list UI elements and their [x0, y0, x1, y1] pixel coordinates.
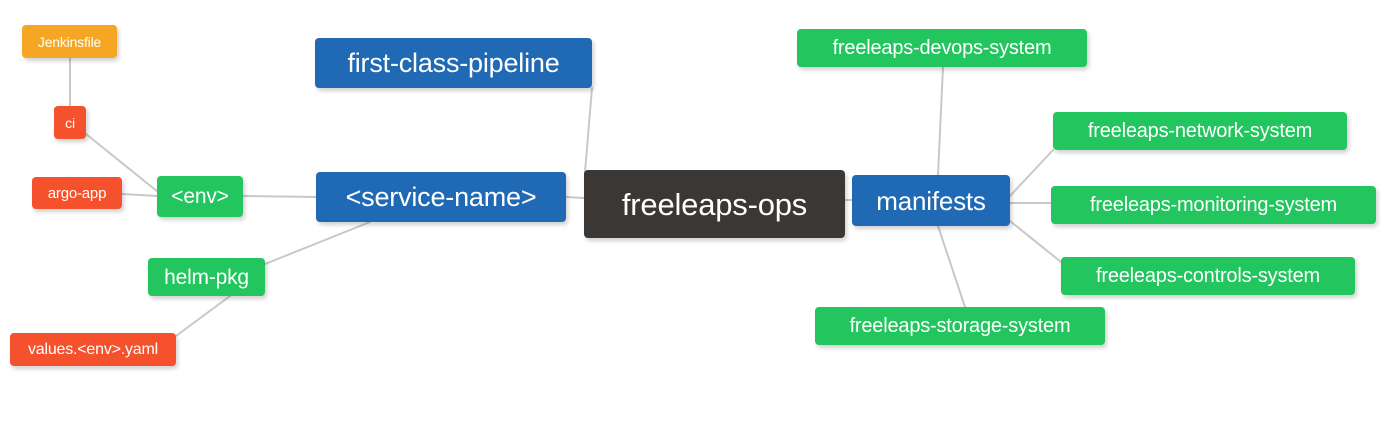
edge-first-class-pipeline-to-freeleaps-ops — [584, 87, 593, 173]
node-label-freeleaps-storage-system: freeleaps-storage-system — [849, 315, 1071, 337]
edge-manifests-to-freeleaps-network-system — [1009, 149, 1054, 197]
node-label-freeleaps-controls-system: freeleaps-controls-system — [1096, 265, 1320, 287]
node-label-freeleaps-monitoring-system: freeleaps-monitoring-system — [1090, 194, 1337, 216]
node-service-name[interactable]: <service-name> — [316, 172, 566, 222]
node-ci[interactable]: ci — [54, 106, 86, 139]
node-freeleaps-controls-system[interactable]: freeleaps-controls-system — [1061, 257, 1355, 295]
node-label-ci: ci — [65, 114, 75, 131]
edge-service-name-to-freeleaps-ops — [565, 196, 585, 199]
node-label-freeleaps-devops-system: freeleaps-devops-system — [832, 37, 1052, 59]
node-jenkinsfile[interactable]: Jenkinsfile — [22, 25, 117, 58]
node-label-argo-app: argo-app — [47, 184, 107, 202]
node-freeleaps-monitoring-system[interactable]: freeleaps-monitoring-system — [1051, 186, 1376, 224]
node-helm-pkg[interactable]: helm-pkg — [148, 258, 265, 296]
node-label-freeleaps-ops: freeleaps-ops — [621, 186, 808, 222]
node-label-env: <env> — [171, 185, 229, 208]
edge-values-yaml-to-helm-pkg — [175, 295, 231, 337]
edge-helm-pkg-to-service-name — [264, 221, 371, 265]
node-first-class-pipeline[interactable]: first-class-pipeline — [315, 38, 592, 88]
node-label-first-class-pipeline: first-class-pipeline — [347, 47, 560, 78]
node-label-helm-pkg: helm-pkg — [164, 265, 249, 289]
node-label-jenkinsfile: Jenkinsfile — [37, 33, 102, 50]
edge-env-to-service-name — [242, 195, 317, 198]
node-env[interactable]: <env> — [157, 176, 243, 217]
node-label-values-yaml: values.<env>.yaml — [27, 340, 158, 358]
node-freeleaps-network-system[interactable]: freeleaps-network-system — [1053, 112, 1347, 150]
edge-manifests-to-freeleaps-controls-system — [1009, 220, 1062, 263]
edge-argo-app-to-env — [121, 193, 158, 197]
edge-manifests-to-freeleaps-storage-system — [937, 225, 966, 308]
node-argo-app[interactable]: argo-app — [32, 177, 122, 209]
node-values-yaml[interactable]: values.<env>.yaml — [10, 333, 176, 366]
node-freeleaps-storage-system[interactable]: freeleaps-storage-system — [815, 307, 1105, 345]
node-label-service-name: <service-name> — [345, 181, 537, 212]
node-manifests[interactable]: manifests — [852, 175, 1010, 226]
node-freeleaps-devops-system[interactable]: freeleaps-devops-system — [797, 29, 1087, 67]
node-freeleaps-ops[interactable]: freeleaps-ops — [584, 170, 845, 238]
edge-manifests-to-freeleaps-devops-system — [937, 66, 944, 176]
node-label-manifests: manifests — [876, 185, 986, 216]
node-label-freeleaps-network-system: freeleaps-network-system — [1087, 120, 1313, 142]
